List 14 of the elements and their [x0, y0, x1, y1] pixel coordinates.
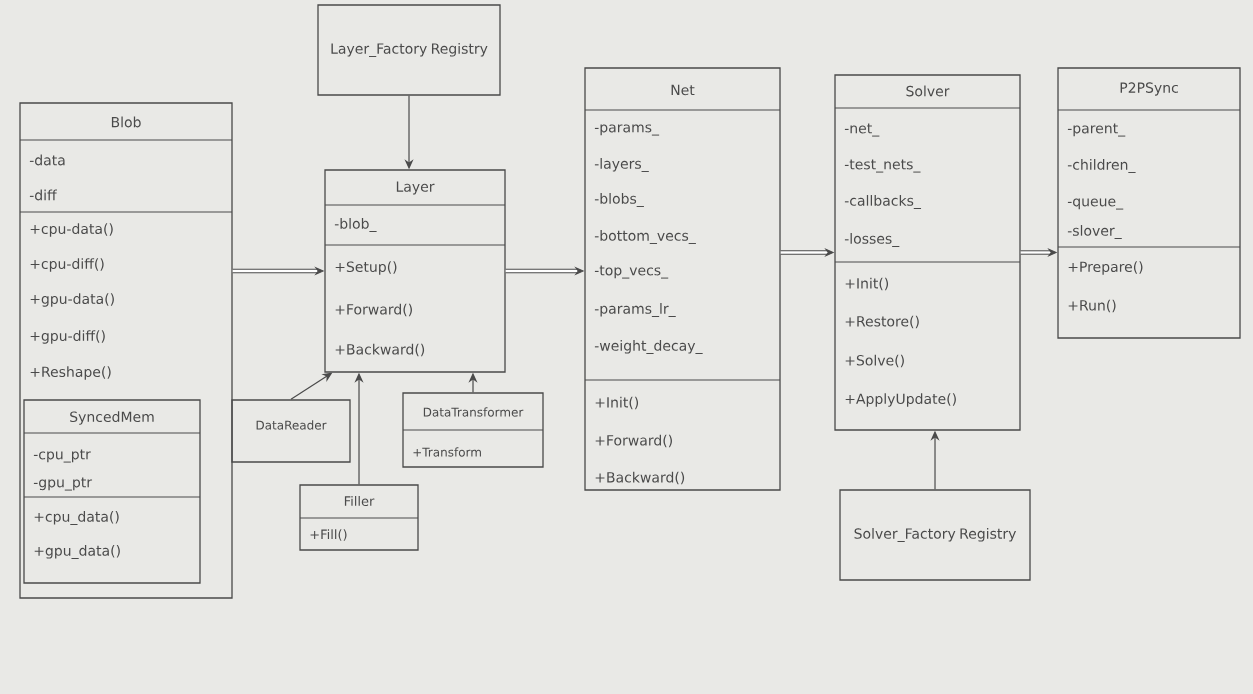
arrow: [505, 267, 584, 275]
arrow: [1020, 248, 1057, 257]
arrow: [780, 248, 834, 257]
class-box: Solver_Factory Registry: [839, 489, 1031, 581]
class-box: Layer -blob_ +Setup() +Forward() +Backward(): [324, 169, 506, 373]
class-box: Net -params_ -layers_ -blobs_ -bottom_vecs_ -top_vecs_ -params_lr_ -weight_decay_ +Init() +Forward() +Backward(): [584, 67, 781, 491]
class-box: P2PSync -parent_ -children_ -queue_ -slover_ +Prepare() +Run(): [1057, 67, 1241, 339]
class-box: Layer_Factory Registry: [317, 4, 501, 96]
arrow: [232, 267, 324, 275]
class-box: Filler +Fill(): [299, 484, 419, 551]
class-box: DataTransformer +Transform: [402, 392, 544, 468]
class-box: Solver -net_ -test_nets_ -callbacks_ -losses_ +Init() +Restore() +Solve() +ApplyUpdate(): [834, 74, 1021, 431]
class-box: DataReader: [231, 399, 351, 463]
class-box: SyncedMem -cpu_ptr -gpu_ptr +cpu_data() +gpu_data(): [23, 399, 201, 584]
